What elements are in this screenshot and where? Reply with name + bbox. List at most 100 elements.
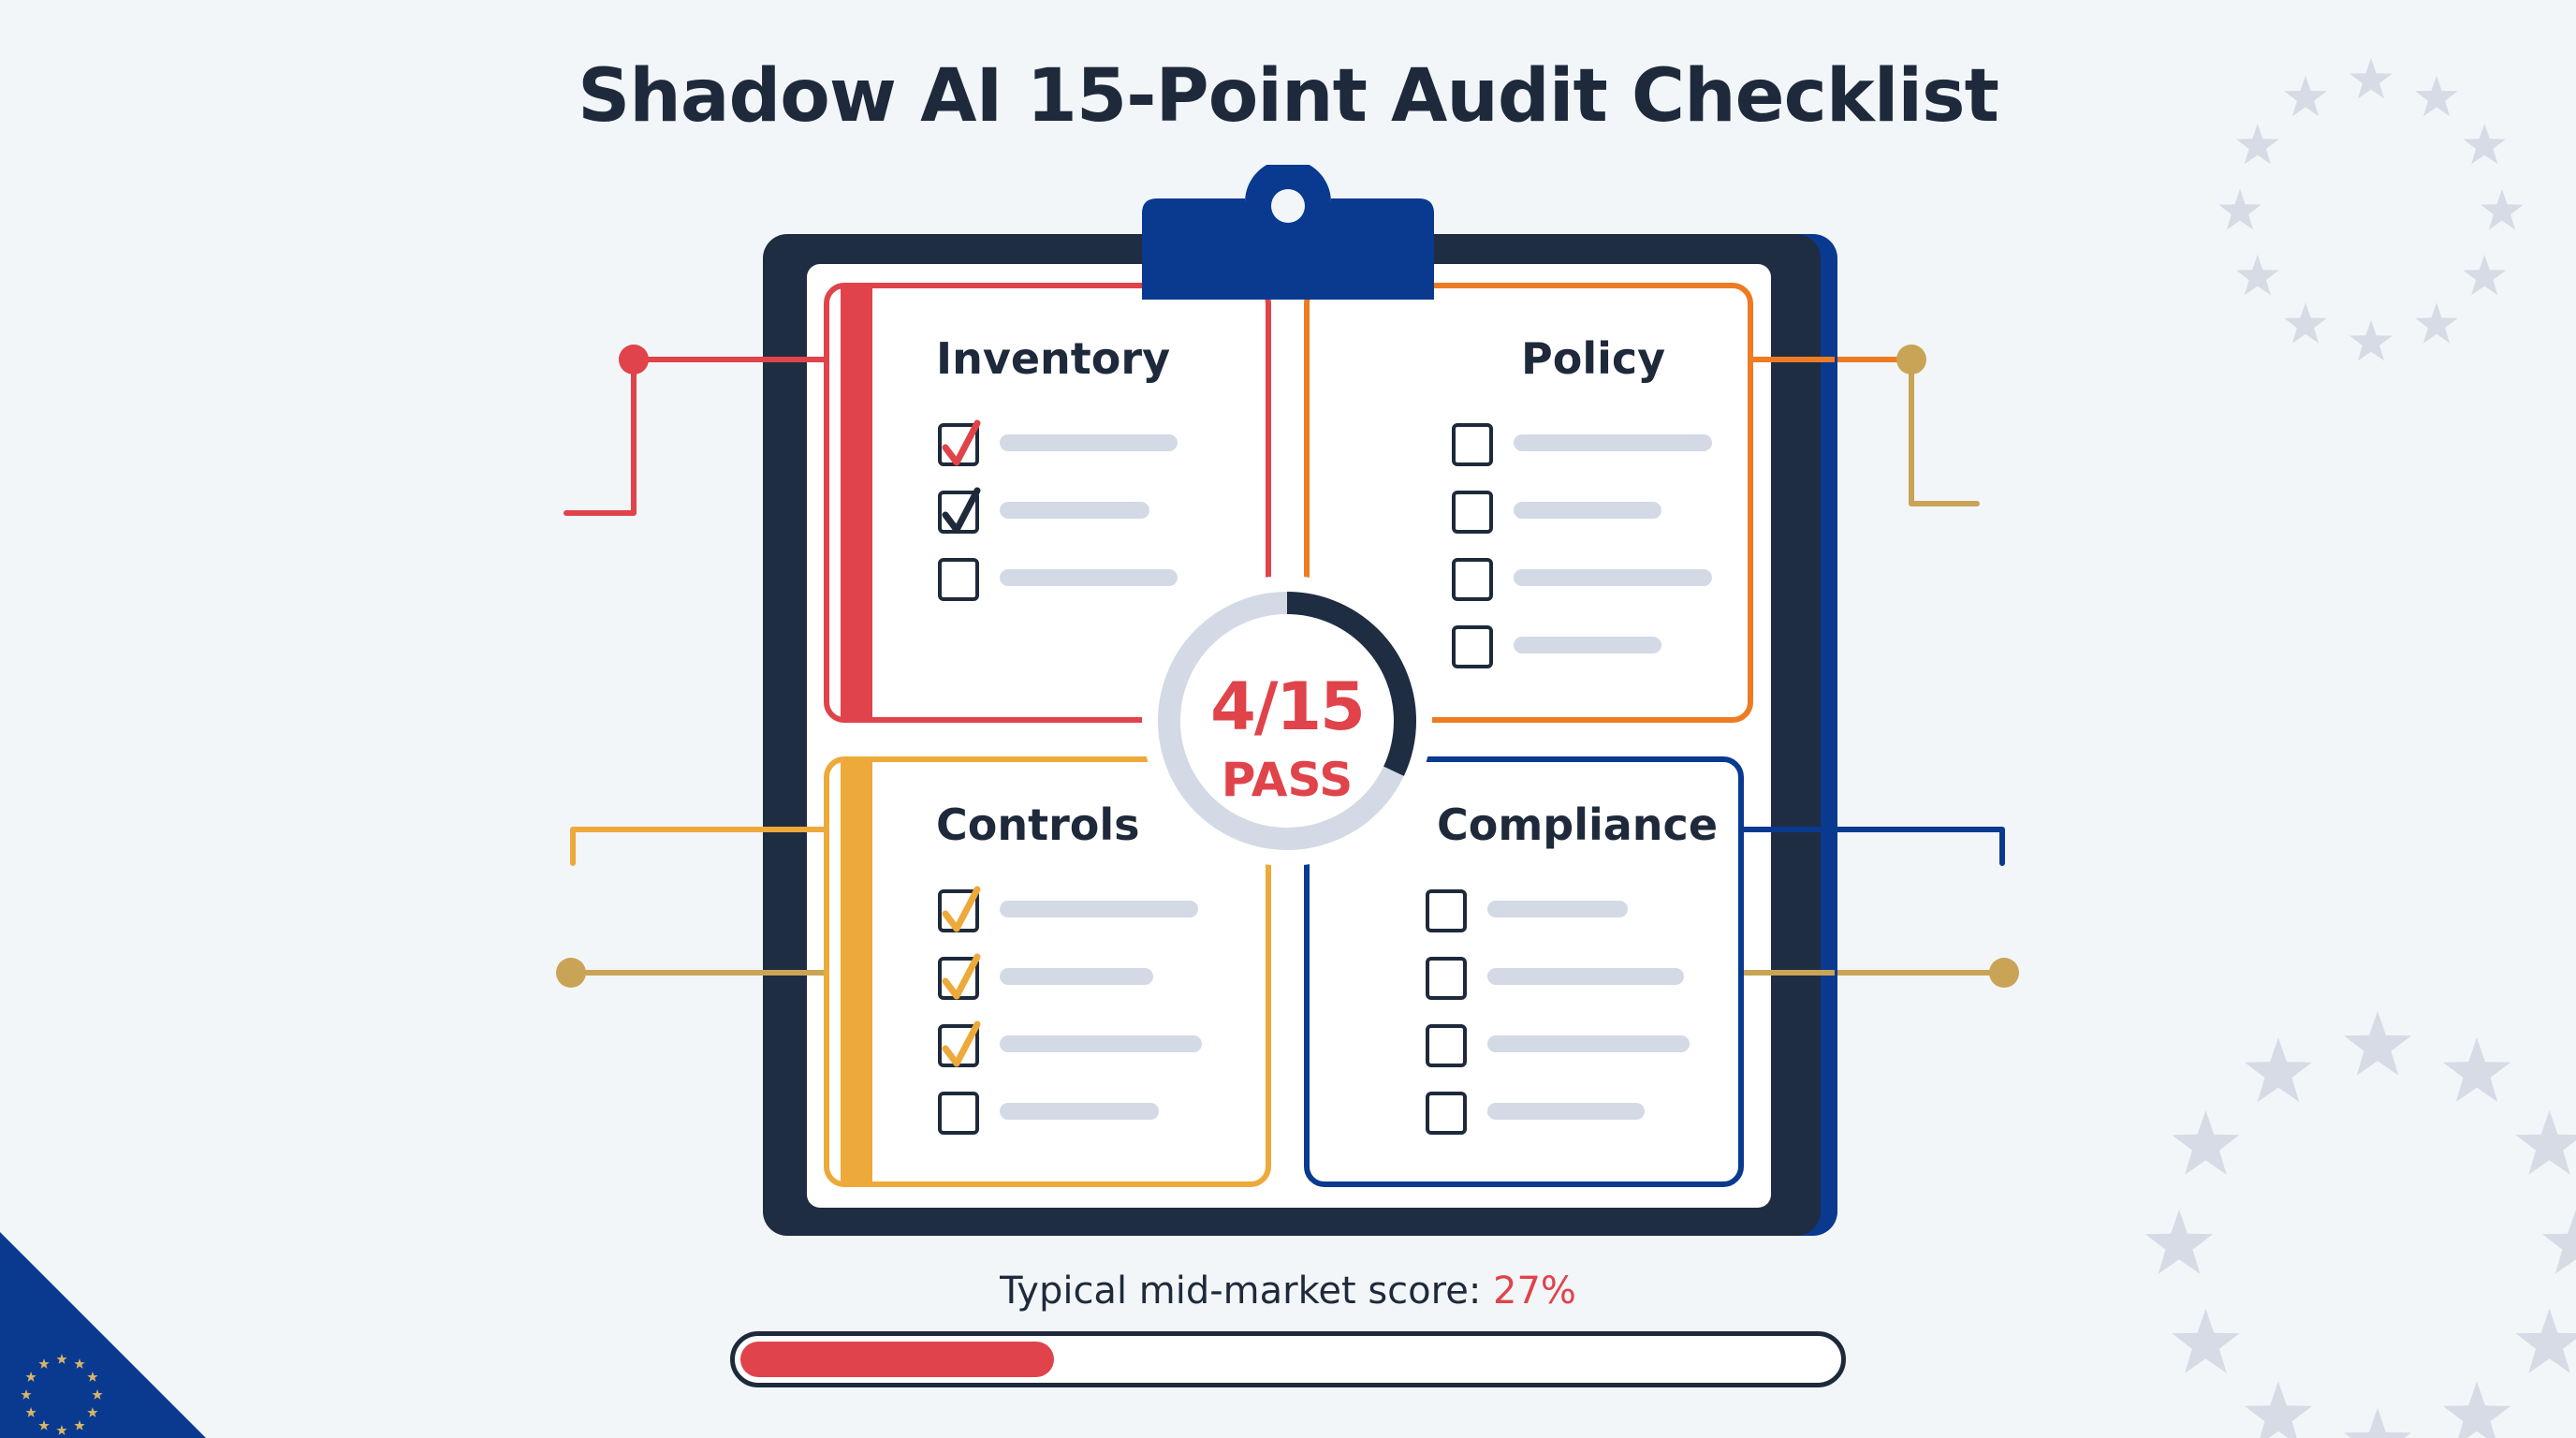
star-icon [2349,58,2393,99]
star-icon [2515,1110,2576,1175]
checklist-item [938,1020,1202,1067]
checklist-item [938,419,1178,466]
panel-accent-stripe [841,288,872,717]
item-placeholder-bar [1000,569,1178,586]
star-icon [74,1358,85,1369]
checkmark-icon [942,419,981,466]
checkbox-unchecked[interactable] [1452,491,1493,534]
star-icon [2235,124,2279,165]
panel-accent-stripe [841,762,872,1181]
star-icon [38,1358,50,1369]
checklist-item [1426,1092,1645,1135]
star-icon [2244,1381,2313,1438]
star-icon [2172,1110,2240,1175]
star-icon [2442,1037,2511,1103]
checkbox-checked[interactable] [938,487,981,534]
star-icon [2463,124,2507,165]
star-icon [2415,302,2458,344]
eu-stars-bottom-right-icon [2144,1011,2576,1438]
checklist-item [1452,423,1712,466]
star-icon [2415,75,2458,117]
checkbox-unchecked[interactable] [1452,423,1493,466]
star-icon [2349,320,2393,361]
checkbox-unchecked[interactable] [1426,889,1467,932]
item-placeholder-bar [1487,1035,1690,1052]
star-icon [56,1354,67,1364]
score-ring-background [1142,576,1432,866]
panel-title-compliance: Compliance [1437,800,1719,850]
star-icon [2541,1210,2576,1274]
item-placeholder-bar [1000,502,1149,519]
star-icon [2235,255,2279,296]
checkbox-unchecked[interactable] [1426,1092,1467,1135]
checkbox-unchecked[interactable] [1426,957,1467,1000]
star-icon [2172,1309,2240,1373]
checklist-item [938,886,1198,932]
score-ring [1158,592,1416,850]
checkbox-unchecked[interactable] [1452,558,1493,601]
checklist-item [1426,957,1684,1000]
star-icon [2218,189,2261,230]
star-icon [2343,1011,2412,1076]
item-placeholder-bar [1514,637,1661,653]
item-placeholder-bar [1514,502,1661,519]
checkmark-icon [942,487,981,534]
checklist-item [938,1092,1159,1135]
item-placeholder-bar [1514,569,1712,586]
panel-policy: Policy [1304,283,1753,723]
star-icon [2343,1408,2412,1438]
benchmark-value: 27% [1493,1269,1576,1313]
star-icon [2463,255,2507,296]
benchmark-progress-fill [740,1342,1054,1377]
benchmark-label: Typical mid-market score: 27% [0,1269,2576,1313]
checkmark-icon [942,1020,981,1067]
item-placeholder-bar [1514,434,1712,451]
score-value: 4/15 [1210,668,1366,745]
star-icon [2244,1037,2313,1103]
star-icon [38,1419,50,1431]
star-icon [2481,189,2524,230]
star-icon [74,1419,85,1431]
checkbox-checked[interactable] [938,886,981,932]
item-placeholder-bar [1000,434,1178,451]
checkbox-unchecked[interactable] [938,558,979,601]
item-placeholder-bar [1487,901,1628,917]
star-icon [87,1407,98,1417]
star-icon [2515,1309,2576,1373]
checkbox-unchecked[interactable] [1426,1024,1467,1067]
checklist-item [1426,1024,1690,1067]
star-icon [2442,1381,2511,1438]
eu-stars-top-right-icon [2218,58,2524,361]
item-placeholder-bar [1487,968,1684,985]
item-placeholder-bar [1000,901,1198,917]
score-status: PASS [1221,753,1354,807]
checkmark-icon [942,953,981,1000]
checklist-item [938,487,1149,534]
checkbox-unchecked[interactable] [1452,625,1493,668]
item-placeholder-bar [1000,968,1153,985]
star-icon [25,1407,37,1417]
star-icon [2284,75,2327,117]
clipboard-clip-icon [1142,165,1434,300]
item-placeholder-bar [1487,1103,1645,1120]
checklist-item [1452,491,1661,534]
panel-title-inventory: Inventory [936,333,1171,384]
star-icon [87,1372,98,1382]
checklist-item [1452,625,1661,668]
star-icon [92,1389,103,1400]
checkbox-unchecked[interactable] [938,1092,979,1135]
star-icon [21,1389,32,1400]
star-icon [2284,302,2327,344]
item-placeholder-bar [1000,1035,1202,1052]
eu-flag-corner-icon [0,1232,206,1438]
panel-title-controls: Controls [936,800,1140,850]
star-icon [2144,1210,2214,1274]
page-title: Shadow AI 15-Point Audit Checklist [578,54,1999,139]
checklist-item [938,558,1178,601]
panel-compliance: Compliance [1304,756,1744,1187]
benchmark-progress-bar [730,1331,1846,1387]
checkbox-checked[interactable] [938,953,981,1000]
star-icon [25,1372,37,1382]
checkbox-checked[interactable] [938,419,981,466]
checkbox-checked[interactable] [938,1020,981,1067]
